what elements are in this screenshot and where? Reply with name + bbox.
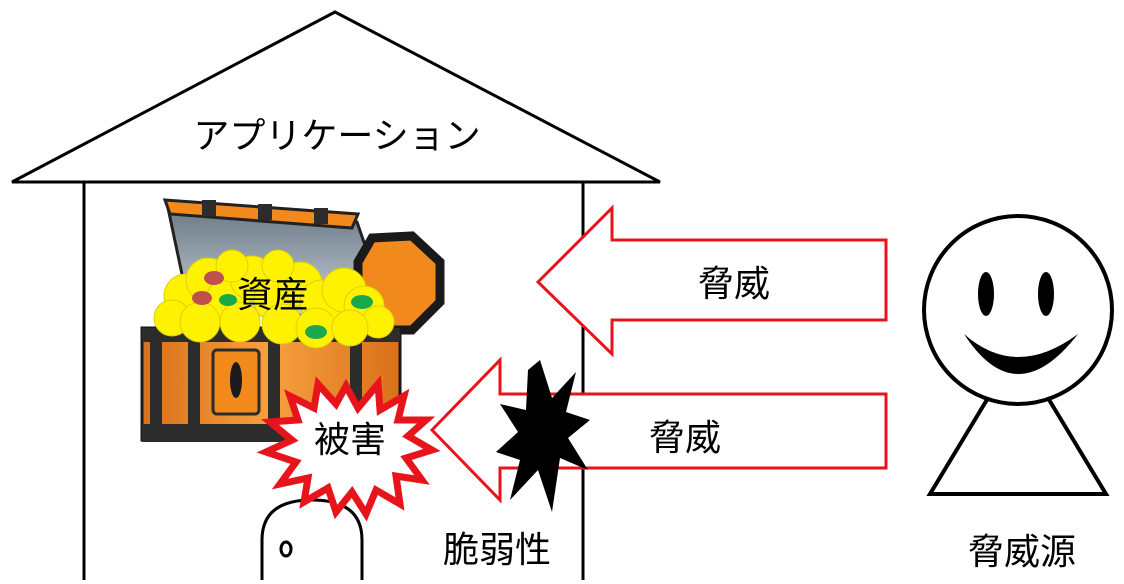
vulnerability-label: 脆弱性 (443, 530, 551, 571)
asset-label: 資産 (237, 275, 309, 316)
person-body (926, 396, 1110, 496)
crack-burst-icon (496, 360, 590, 512)
house-door (260, 498, 364, 580)
damage-label: 被害 (314, 420, 386, 461)
threat-arrow-lower: 脅威 (429, 356, 888, 504)
application-label: アプリケーション (193, 116, 480, 157)
threat-arrow-upper: 脅威 (535, 204, 888, 358)
smiling-person-icon: 脅威源 (922, 214, 1114, 573)
person-mouth (964, 334, 1078, 374)
chest-lid-straps (202, 200, 328, 224)
chest-gems (192, 271, 373, 339)
person-right-eye (1038, 272, 1054, 316)
door-knob-icon (279, 540, 293, 558)
application-house: アプリケーション (11, 10, 661, 580)
chest-lock-icon (211, 348, 261, 416)
chest-coins (153, 249, 395, 349)
starburst-icon: 被害 (256, 375, 441, 522)
threat-label-lower: 脅威 (649, 418, 721, 459)
house-roof (11, 10, 661, 184)
person-head (922, 214, 1114, 406)
threat-source-label: 脅威源 (968, 532, 1076, 573)
person-left-eye (978, 272, 994, 316)
threat-label-upper: 脅威 (698, 264, 770, 305)
